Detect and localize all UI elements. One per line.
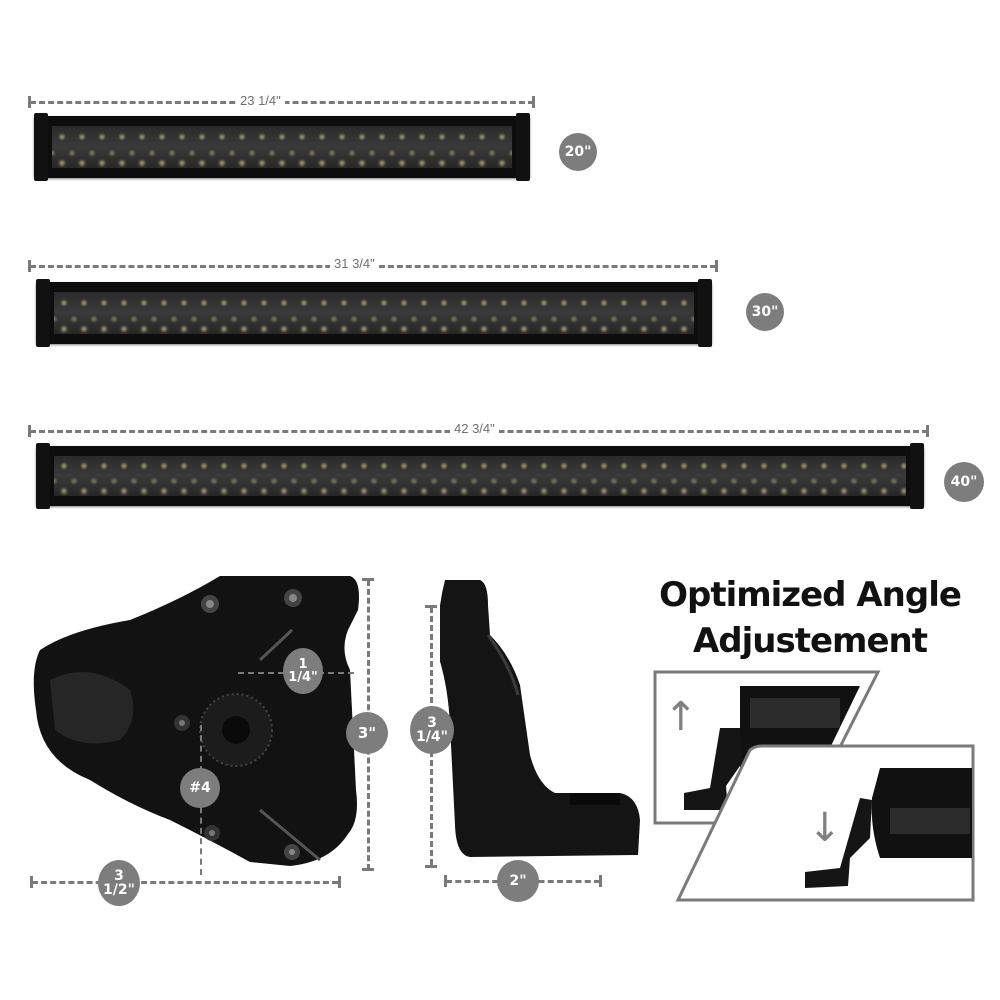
dimension-cap — [28, 260, 31, 272]
dimension-cap — [362, 868, 374, 871]
dimension-cap — [926, 425, 929, 437]
led-row — [52, 130, 512, 144]
dimension-cap — [444, 875, 447, 887]
light-bar-30-image — [36, 279, 712, 347]
length-label-40: 42 3/4" — [450, 422, 499, 436]
led-row — [54, 459, 906, 473]
end-cap — [34, 113, 48, 181]
dimension-cap — [715, 260, 718, 272]
mount-bracket-front-image — [33, 576, 359, 866]
side-height-badge: 3 1/4" — [410, 706, 454, 754]
end-cap — [910, 443, 924, 509]
length-label-30: 31 3/4" — [330, 257, 379, 271]
size-badge-40: 40" — [944, 462, 984, 502]
led-row — [54, 484, 906, 496]
end-cap — [516, 113, 530, 181]
end-cap — [698, 279, 712, 347]
led-row — [54, 296, 694, 310]
mount-bracket-side-image — [440, 580, 640, 857]
led-row — [52, 156, 512, 168]
dimension-cap — [425, 865, 437, 868]
size-badge-30: 30" — [746, 293, 784, 331]
arrow-up-icon: ↑ — [664, 694, 698, 740]
arrow-down-icon: ↓ — [808, 805, 842, 851]
light-bar-20-image — [34, 113, 530, 181]
led-lens — [52, 126, 512, 168]
dimension-line-width — [32, 881, 338, 884]
dimension-cap — [425, 605, 437, 608]
bolt-spacing-line1: 1 — [298, 657, 308, 672]
dimension-cap — [599, 875, 602, 887]
dimension-cap — [30, 876, 33, 888]
light-bar-40-image — [36, 443, 924, 509]
side-height-line2: 1/4" — [416, 729, 448, 745]
angle-title-line1: Optimized Angle — [659, 575, 962, 615]
screw-size-badge: #4 — [180, 768, 220, 808]
size-badge-20: 20" — [559, 133, 597, 171]
angle-panels — [653, 670, 975, 902]
width-line1: 3 — [114, 868, 124, 884]
led-row — [54, 322, 694, 334]
dimension-cap — [28, 96, 31, 108]
width-badge: 3 1/2" — [98, 860, 140, 906]
width-line2: 1/2" — [103, 882, 135, 898]
bolt-spacing-line2: 1/4" — [288, 670, 318, 685]
dimension-cap — [532, 96, 535, 108]
dimension-cap — [362, 578, 374, 581]
dimension-cap — [28, 425, 31, 437]
height-badge-3in: 3" — [346, 712, 388, 754]
angle-title-line2: Adjustement — [692, 621, 928, 661]
end-cap — [36, 279, 50, 347]
side-depth-badge: 2" — [497, 860, 539, 902]
led-lens — [54, 292, 694, 334]
end-cap — [36, 443, 50, 509]
bolt-spacing-badge: 1 1/4" — [283, 648, 323, 694]
side-height-line1: 3 — [427, 715, 437, 731]
led-lens — [54, 456, 906, 496]
length-label-20: 23 1/4" — [236, 94, 285, 108]
dimension-cap — [338, 876, 341, 888]
